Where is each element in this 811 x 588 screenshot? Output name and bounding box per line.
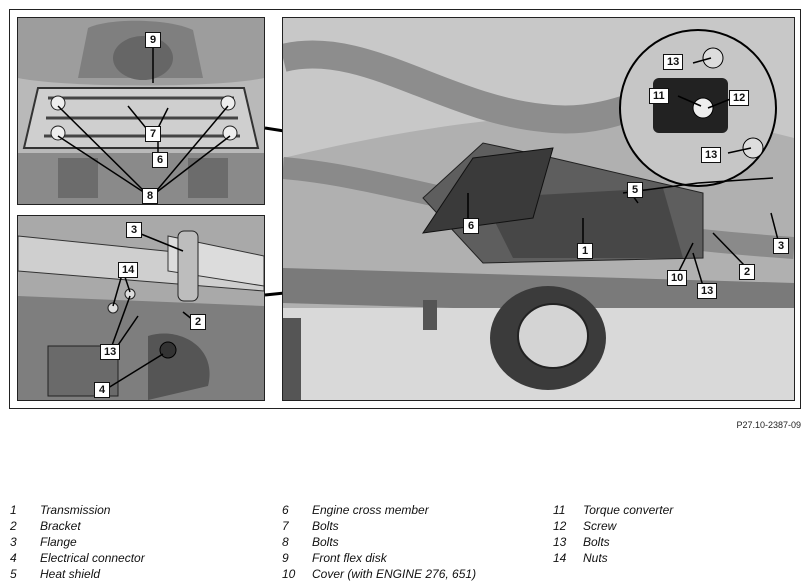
legend-item: 3 Flange: [10, 534, 145, 550]
detail-panel-flange: 3 14 2 13 4: [17, 215, 265, 401]
legend-item: 10 Cover (with ENGINE 276, 651): [282, 566, 476, 582]
legend-text: Electrical connector: [40, 551, 145, 565]
legend-text: Bolts: [312, 519, 339, 533]
legend-number: 5: [10, 567, 17, 581]
callout-label: 2: [739, 264, 755, 280]
legend-number: 10: [282, 567, 296, 581]
callout-label: 6: [152, 152, 168, 168]
callout-label: 11: [649, 88, 669, 104]
legend-text: Nuts: [583, 551, 608, 565]
legend-item: 8 Bolts: [282, 534, 476, 550]
legend-item: 14 Nuts: [553, 550, 673, 566]
legend-number: 2: [10, 519, 17, 533]
legend-number: 13: [553, 535, 567, 549]
legend-number: 3: [10, 535, 17, 549]
callout-label: 9: [145, 32, 161, 48]
underbody-illustration: [283, 18, 794, 400]
legend-text: Bracket: [40, 519, 81, 533]
legend-item: 5 Heat shield: [10, 566, 145, 582]
callout-label: 6: [463, 218, 479, 234]
legend-text: Front flex disk: [312, 551, 387, 565]
callout-label: 12: [729, 90, 750, 106]
legend-item: 4 Electrical connector: [10, 550, 145, 566]
legend-item: 7 Bolts: [282, 518, 476, 534]
legend-text: Cover (with ENGINE 276, 651): [312, 567, 477, 581]
callout-label: 13: [701, 147, 722, 163]
legend-item: 9 Front flex disk: [282, 550, 476, 566]
legend-item: 2 Bracket: [10, 518, 145, 534]
legend-item: 12 Screw: [553, 518, 673, 534]
callout-label: 5: [627, 182, 643, 198]
legend-number: 9: [282, 551, 289, 565]
legend-number: 14: [553, 551, 567, 565]
legend-column: 1 Transmission 2 Bracket 3 Flange 4 Electric…: [10, 502, 145, 582]
legend-item: 13 Bolts: [553, 534, 673, 550]
legend: 1 Transmission 2 Bracket 3 Flange 4 Electric…: [10, 502, 800, 582]
legend-number: 8: [282, 535, 289, 549]
legend-text: Heat shield: [40, 567, 101, 581]
callout-label: 2: [190, 314, 206, 330]
legend-text: Engine cross member: [312, 503, 429, 517]
legend-number: 12: [553, 519, 567, 533]
legend-number: 1: [10, 503, 17, 517]
detail-panel-cross-member: 9 7 6 8: [17, 17, 265, 205]
cross-member-illustration: [18, 18, 264, 204]
callout-label: 14: [118, 262, 139, 278]
legend-number: 4: [10, 551, 17, 565]
legend-item: 1 Transmission: [10, 502, 145, 518]
callout-label: 3: [773, 238, 789, 254]
legend-item: 11 Torque converter: [553, 502, 673, 518]
legend-text: Transmission: [40, 503, 111, 517]
legend-text: Torque converter: [583, 503, 674, 517]
legend-item: 6 Engine cross member: [282, 502, 476, 518]
legend-number: 7: [282, 519, 289, 533]
legend-text: Flange: [40, 535, 77, 549]
callout-label: 3: [126, 222, 142, 238]
illustration-frame: 9 7 6 8 3 14: [9, 9, 801, 409]
legend-number: 6: [282, 503, 289, 517]
callout-label: 1: [577, 243, 593, 259]
callout-label: 13: [663, 54, 684, 70]
legend-text: Screw: [583, 519, 617, 533]
callout-label: 8: [142, 188, 158, 204]
figure-reference: P27.10-2387-09: [736, 420, 801, 430]
callout-label: 10: [667, 270, 688, 286]
legend-text: Bolts: [583, 535, 610, 549]
callout-label: 7: [145, 126, 161, 142]
legend-column: 11 Torque converter 12 Screw 13 Bolts 14 Nut…: [553, 502, 673, 566]
main-underbody-view: 6 5 1 10 13 2 3 13 11 12 13: [282, 17, 795, 401]
legend-number: 11: [553, 503, 566, 517]
legend-text: Bolts: [312, 535, 339, 549]
callout-label: 13: [697, 283, 718, 299]
callout-label: 4: [94, 382, 110, 398]
callout-label: 13: [100, 344, 121, 360]
